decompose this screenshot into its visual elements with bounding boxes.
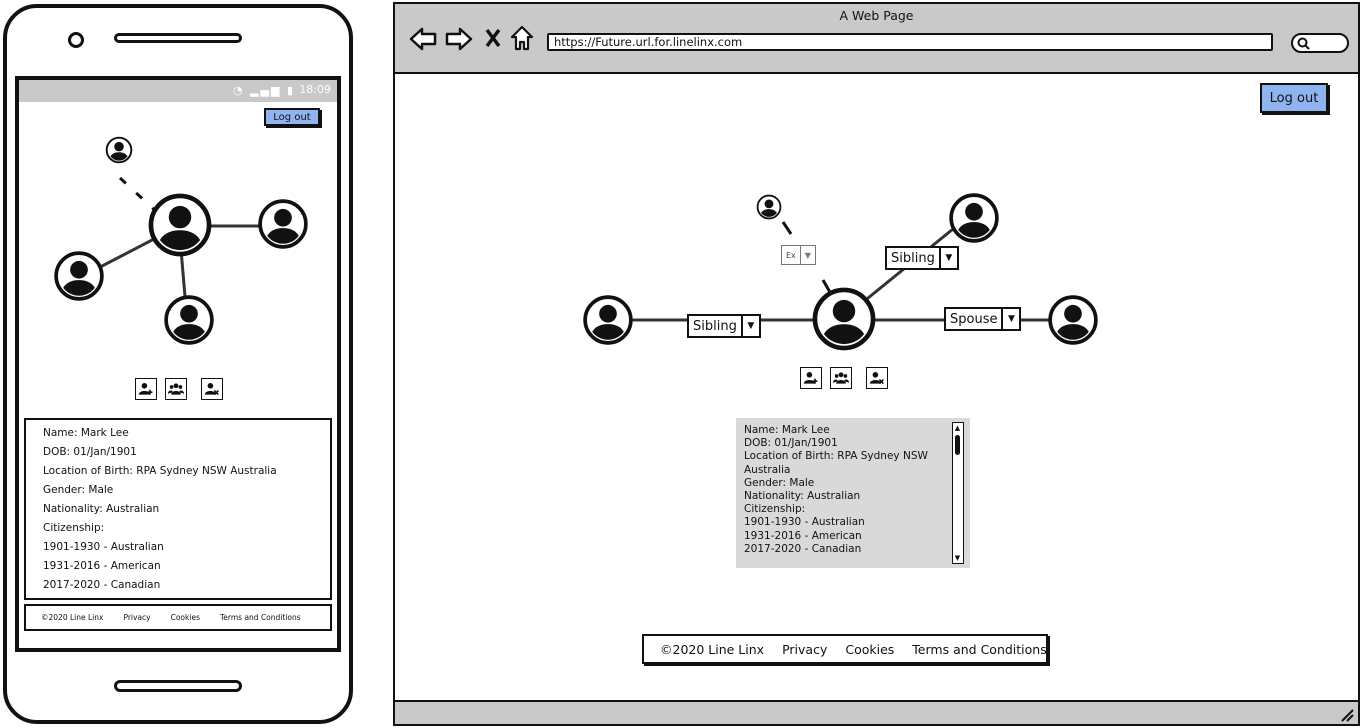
relation-dropdown-spouse[interactable]: Spouse ▼ (944, 307, 1022, 331)
browser-statusbar (395, 700, 1358, 724)
relation-label: Sibling (693, 318, 737, 334)
info-line: Nationality: Australian (744, 490, 861, 503)
remove-person-icon (204, 381, 220, 397)
edge-ex (118, 176, 161, 216)
close-icon[interactable] (484, 28, 502, 48)
relation-dropdown-ex[interactable]: Ex ▼ (781, 245, 816, 265)
person-info-panel: Name: Mark Lee DOB: 01/Jan/1901 Location… (24, 418, 332, 600)
group-button[interactable] (165, 378, 187, 400)
browser-window: A Web Page https://Future.url.for.lineli… (393, 2, 1360, 726)
info-line: Nationality: Australian (43, 503, 160, 515)
footer: ©2020 Line Linx Privacy Cookies Terms an… (24, 604, 332, 631)
info-line: Location of Birth: RPA Sydney NSW (744, 450, 928, 463)
add-person-button[interactable] (800, 367, 822, 389)
footer-privacy-link[interactable]: Privacy (782, 641, 828, 657)
info-line: Australia (744, 463, 791, 476)
info-line: Name: Mark Lee (744, 424, 830, 436)
info-line: 1931-2016 - American (744, 529, 862, 542)
person-icon[interactable] (1047, 294, 1099, 346)
add-person-icon (803, 370, 819, 386)
person-info-panel: Name: Mark Lee DOB: 01/Jan/1901 Location… (736, 418, 970, 568)
person-icon[interactable] (756, 194, 782, 220)
status-time: 18:09 (299, 83, 331, 96)
person-icon[interactable] (257, 198, 309, 250)
info-line: Citizenship: (43, 522, 105, 534)
person-icon[interactable] (163, 294, 215, 346)
scroll-up-icon[interactable]: ▲ (954, 424, 961, 432)
person-icon[interactable] (811, 286, 877, 352)
add-person-button[interactable] (135, 378, 157, 400)
person-icon[interactable] (948, 192, 1000, 244)
phone-screen: ◔ ▂▄▆ ▮ 18:09 Log out Name: Mark Lee DOB… (15, 76, 341, 652)
signal-battery-icon: ◔ ▂▄▆ ▮ (232, 84, 295, 97)
info-line: DOB: 01/Jan/1901 (744, 437, 838, 450)
forward-arrow-icon[interactable] (445, 26, 473, 52)
person-icon[interactable] (582, 294, 634, 346)
chevron-down-icon: ▼ (799, 246, 815, 264)
chevron-down-icon: ▼ (1001, 309, 1019, 329)
logout-button[interactable]: Log out (264, 108, 320, 126)
search-icon (1297, 37, 1310, 50)
footer: ©2020 Line Linx Privacy Cookies Terms an… (642, 634, 1048, 664)
back-arrow-icon[interactable] (409, 26, 437, 52)
scrollbar-thumb[interactable] (955, 435, 960, 455)
status-bar: ◔ ▂▄▆ ▮ 18:09 (19, 80, 337, 102)
home-icon[interactable] (510, 25, 534, 51)
relation-dropdown-sibling-left[interactable]: Sibling ▼ (687, 314, 761, 338)
group-button[interactable] (830, 367, 852, 389)
remove-person-icon (869, 370, 885, 386)
search-field[interactable] (1291, 33, 1349, 53)
info-line: 1931-2016 - American (43, 560, 161, 572)
group-icon (168, 381, 184, 397)
family-graph (607, 214, 1071, 322)
window-title: A Web Page (839, 8, 914, 23)
person-icon[interactable] (147, 192, 213, 258)
info-line: 2017-2020 - Canadian (43, 579, 161, 591)
phone-camera (68, 32, 84, 48)
relation-label: Spouse (950, 311, 998, 327)
edge-ex (781, 221, 793, 235)
info-line: Gender: Male (744, 476, 815, 489)
footer-terms-link[interactable]: Terms and Conditions (219, 613, 301, 622)
info-line: 1901-1930 - Australian (744, 516, 865, 529)
relation-label: Ex (786, 250, 796, 260)
footer-cookies-link[interactable]: Cookies (170, 613, 200, 622)
info-line: DOB: 01/Jan/1901 (43, 446, 137, 458)
info-line: 2017-2020 - Canadian (744, 542, 862, 555)
footer-cookies-link[interactable]: Cookies (845, 641, 895, 657)
logout-button[interactable]: Log out (1260, 83, 1328, 113)
info-scrollbar[interactable]: ▲ ▼ (952, 422, 964, 564)
phone-home-button[interactable] (114, 680, 242, 692)
info-line: 1901-1930 - Australian (43, 541, 164, 553)
resize-grip-icon[interactable] (1340, 708, 1354, 722)
browser-toolbar: A Web Page https://Future.url.for.lineli… (395, 4, 1358, 74)
relation-dropdown-sibling-top[interactable]: Sibling ▼ (885, 246, 959, 270)
remove-person-button[interactable] (201, 378, 223, 400)
group-icon (833, 370, 849, 386)
info-line: Citizenship: (744, 503, 806, 516)
info-line: Name: Mark Lee (43, 427, 129, 439)
scroll-down-icon[interactable]: ▼ (954, 554, 961, 562)
info-line: Gender: Male (43, 484, 114, 496)
relation-label: Sibling (891, 250, 935, 266)
chevron-down-icon: ▼ (938, 248, 957, 268)
phone-speaker (114, 33, 242, 43)
person-icon[interactable] (105, 136, 133, 164)
info-text: Name: Mark Lee DOB: 01/Jan/1901 Location… (744, 424, 970, 556)
footer-copyright: ©2020 Line Linx (41, 613, 104, 622)
footer-copyright: ©2020 Line Linx (660, 641, 765, 657)
footer-privacy-link[interactable]: Privacy (123, 613, 151, 622)
remove-person-button[interactable] (866, 367, 888, 389)
footer-terms-link[interactable]: Terms and Conditions (912, 641, 1047, 657)
chevron-down-icon: ▼ (740, 316, 759, 336)
info-line: Location of Birth: RPA Sydney NSW Austra… (43, 465, 277, 477)
url-bar[interactable]: https://Future.url.for.linelinx.com (547, 33, 1273, 51)
person-icon[interactable] (53, 250, 105, 302)
add-person-icon (138, 381, 154, 397)
